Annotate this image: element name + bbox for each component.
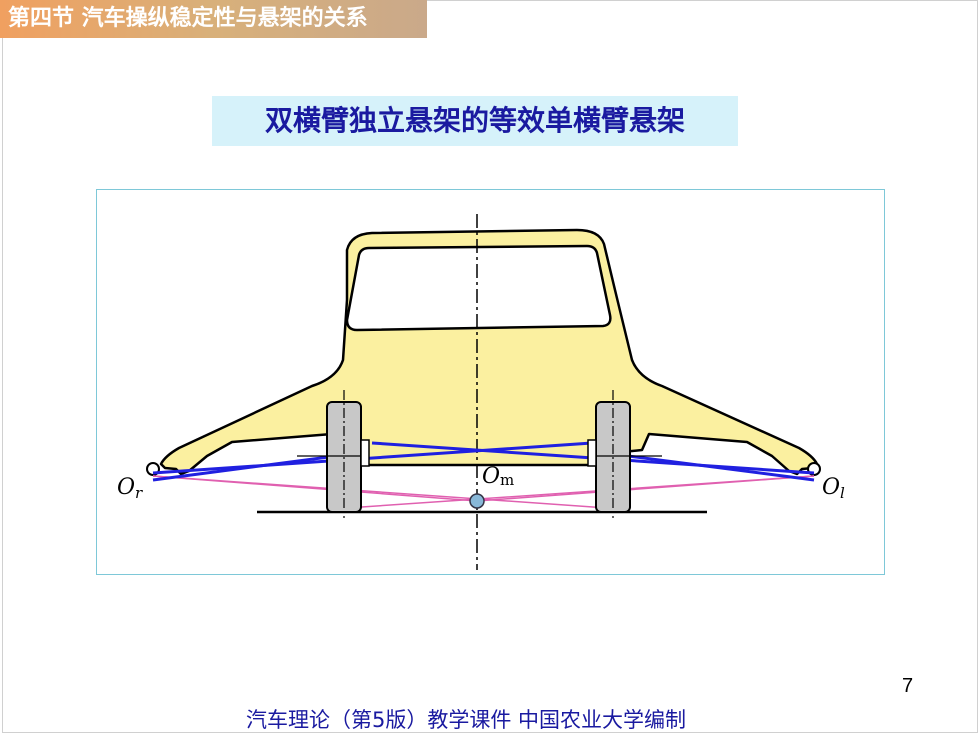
slide-title: 双横臂独立悬架的等效单横臂悬架: [212, 96, 738, 146]
blue-arm-4: [596, 450, 815, 482]
center-point: [469, 493, 485, 509]
label-center: Om: [482, 464, 514, 489]
page-number: 7: [902, 675, 914, 697]
suspension-figure: Or Om Ol: [96, 189, 885, 575]
left-hub: [587, 439, 597, 467]
label-left-pivot: Ol: [822, 475, 845, 502]
footer-caption: 汽车理论（第5版）教学课件 中国农业大学编制: [246, 708, 687, 732]
blue-arm-1: [152, 441, 593, 475]
label-right-pivot: Or: [117, 475, 143, 502]
right-hub: [360, 439, 370, 467]
car-window: [345, 244, 612, 332]
suspension-diagram: Or Om Ol: [117, 214, 845, 570]
pink-line-4: [346, 475, 815, 509]
section-tab: 第四节 汽车操纵稳定性与悬架的关系: [0, 0, 427, 38]
pink-line-3: [152, 475, 608, 509]
